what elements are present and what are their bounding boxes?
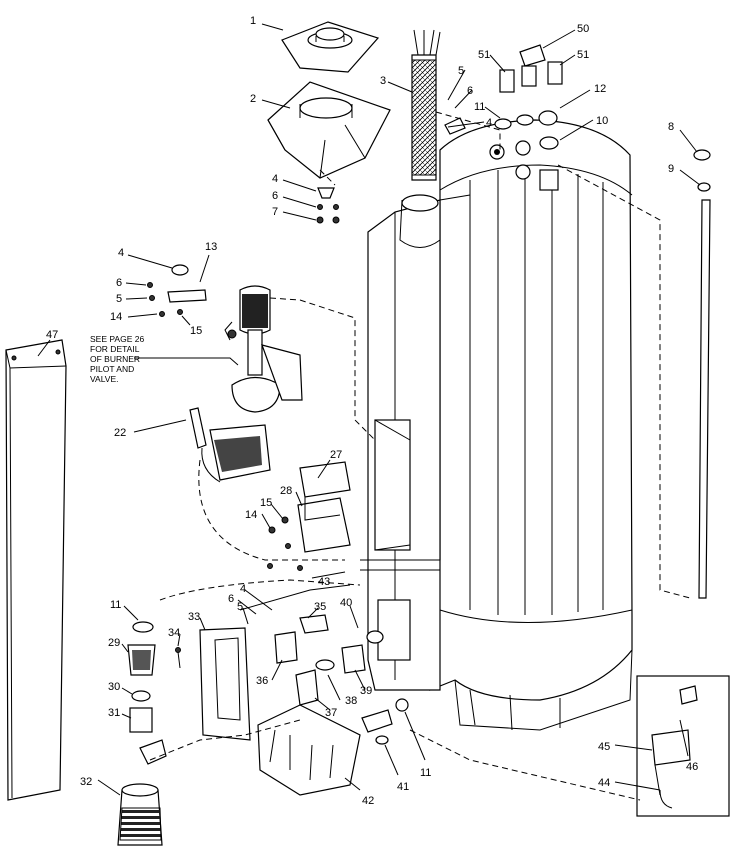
- callout-label: 3: [380, 75, 386, 87]
- part-top-cap: [281, 21, 380, 73]
- part-draft-hood: [267, 81, 391, 179]
- part-switch: [239, 584, 351, 664]
- callout-label: 8: [668, 121, 674, 133]
- callout-label: 11: [474, 101, 485, 113]
- callout-label: 33: [188, 611, 200, 623]
- callout-label: 31: [108, 707, 120, 719]
- tank-body: [429, 119, 633, 731]
- callout-label: 51: [577, 49, 589, 61]
- part-relief-valve: [444, 44, 563, 150]
- note-line-1: SEE PAGE 26: [90, 334, 144, 344]
- callout-label: 27: [330, 449, 342, 461]
- callout-label: 11: [420, 767, 431, 779]
- callout-labels: 1 2 3 4 6 7 4 13 6 5 14 15 47 22 27 28 1…: [46, 15, 698, 807]
- part-inner-door: [297, 461, 351, 553]
- callout-label: 44: [598, 777, 610, 789]
- callout-label: 4: [118, 247, 124, 259]
- callout-label: 28: [280, 485, 292, 497]
- part-thermocouple: [189, 407, 221, 483]
- callout-label: 2: [250, 93, 256, 105]
- callout-label: 11: [110, 599, 121, 611]
- callout-label: 6: [228, 593, 234, 605]
- burner-reference-note: SEE PAGE 26 FOR DETAIL OF BURNER PILOT A…: [90, 334, 144, 384]
- callout-label: 5: [458, 65, 464, 77]
- callout-label: 9: [668, 163, 674, 175]
- callout-label: 6: [467, 85, 473, 97]
- part-canister: [117, 783, 163, 846]
- callout-label: 13: [205, 241, 217, 253]
- note-line-5: VALVE.: [90, 374, 119, 384]
- note-line-3: OF BURNER: [90, 354, 140, 364]
- part-fittings: [295, 630, 384, 706]
- callout-label: 7: [272, 206, 278, 218]
- outer-jacket: [360, 194, 471, 691]
- part-drain-valve: [127, 621, 167, 765]
- part-fitting-41: [361, 698, 409, 745]
- part-electrical-inset: [636, 675, 730, 817]
- callout-label: 4: [486, 117, 492, 129]
- callout-label: 41: [397, 781, 409, 793]
- note-line-2: FOR DETAIL: [90, 344, 140, 354]
- callout-label: 30: [108, 681, 120, 693]
- callout-label: 42: [362, 795, 374, 807]
- burner-assembly: [209, 285, 303, 481]
- part-anode-rod: [693, 149, 711, 599]
- callout-label: 36: [256, 675, 268, 687]
- callout-label: 22: [114, 427, 126, 439]
- callout-label: 46: [686, 761, 698, 773]
- callout-label: 47: [46, 329, 58, 341]
- callout-label: 32: [80, 776, 92, 788]
- callout-label: 50: [577, 23, 589, 35]
- callout-label: 29: [108, 637, 120, 649]
- callout-label: 12: [594, 83, 606, 95]
- callout-label: 43: [318, 576, 330, 588]
- callout-label: 34: [168, 627, 180, 639]
- callout-label: 37: [325, 707, 337, 719]
- callout-label: 45: [598, 741, 610, 753]
- part-door-screws: [267, 516, 303, 571]
- callout-label: 6: [272, 190, 278, 202]
- callout-label: 35: [314, 601, 326, 613]
- note-line-4: PILOT AND: [90, 364, 134, 374]
- callout-label: 5: [116, 293, 122, 305]
- callout-label: 5: [237, 601, 243, 613]
- part-drain-pan: [257, 704, 361, 796]
- leader-lines: [37, 23, 701, 801]
- callout-label: 51: [478, 49, 490, 61]
- part-pilot-bracket: [147, 264, 207, 317]
- part-screw-34: [175, 647, 181, 669]
- callout-label: 39: [360, 685, 372, 697]
- callout-label: 4: [240, 583, 246, 595]
- callout-label: 40: [340, 597, 352, 609]
- callout-label: 15: [190, 325, 202, 337]
- callout-label: 10: [596, 115, 608, 127]
- part-side-panel: [5, 339, 67, 801]
- callout-label: 15: [260, 497, 272, 509]
- callout-label: 14: [110, 311, 122, 323]
- part-hood-screws: [316, 187, 340, 224]
- callout-label: 14: [245, 509, 257, 521]
- callout-label: 38: [345, 695, 357, 707]
- part-access-panel: [199, 627, 251, 741]
- callout-label: 1: [250, 15, 256, 27]
- part-flue-baffle: [411, 29, 441, 181]
- callout-label: 4: [272, 173, 278, 185]
- callout-label: 6: [116, 277, 122, 289]
